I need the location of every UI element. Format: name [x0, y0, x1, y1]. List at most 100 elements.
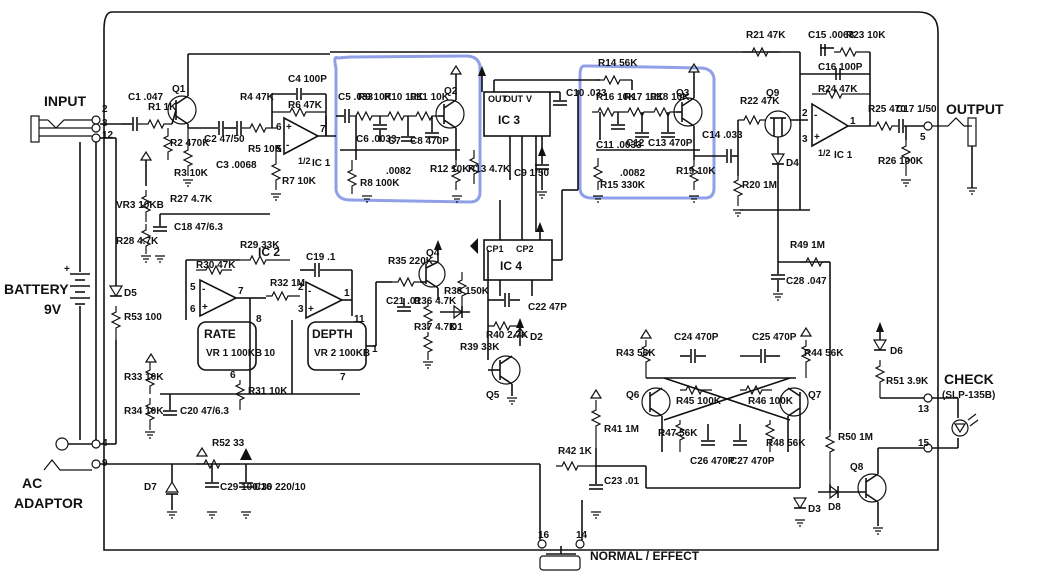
ic1-a-fraction: 1/2	[298, 156, 311, 166]
c7-value: .0082	[386, 166, 411, 177]
r48-label: R48 56K	[766, 438, 806, 449]
r25-label: R25 470	[868, 104, 906, 115]
depth-label: DEPTH	[312, 327, 353, 341]
c30-label: C30 220/10	[254, 482, 306, 493]
c2-label: C2 47/50	[204, 134, 245, 145]
svg-text:OUT: OUT	[504, 94, 524, 104]
pin-5	[923, 121, 933, 131]
q4-transistor	[418, 260, 446, 289]
ac-label: AC	[22, 475, 42, 491]
c10-label: C10 .033	[566, 88, 607, 99]
vr2-label: VR 2 100KB	[314, 348, 370, 359]
ic1-b-pin2: 2	[802, 108, 808, 119]
r21-label: R21 47K	[746, 30, 786, 41]
svg-text:V: V	[526, 94, 532, 104]
svg-text:+: +	[64, 264, 70, 275]
svg-text:-: -	[814, 110, 817, 121]
depth-pin1: 1	[372, 344, 378, 355]
ic4-label: IC 4	[500, 259, 522, 273]
ic1-a-pin6: 6	[276, 122, 282, 133]
input-jack	[30, 115, 92, 143]
pin-12	[91, 133, 101, 143]
c16-label: C16 100P	[818, 62, 863, 73]
c11-label: C11 .0033	[596, 140, 642, 151]
ic2-label: IC 2	[258, 245, 280, 259]
ic4-cp1: CP1	[486, 244, 504, 254]
svg-text:-: -	[202, 284, 205, 295]
c13-label: C13 470P	[648, 138, 693, 149]
c15-label: C15 .0068	[808, 30, 855, 41]
r49-label: R49 1M	[790, 240, 825, 251]
d3-label: D3	[808, 504, 821, 515]
r2-label: R2 470K	[170, 138, 210, 149]
ic2-opamp-b: - +	[305, 280, 344, 320]
depth-pin11: 11	[354, 314, 365, 325]
rate-pin8: 8	[256, 314, 262, 325]
r27-label: R27 4.7K	[170, 194, 213, 205]
output-jack	[932, 117, 977, 188]
r50-label: R50 1M	[838, 432, 873, 443]
ic1-b-ref: IC 1	[834, 150, 853, 161]
r6-label: R6 47K	[288, 100, 323, 111]
c17-label: C17 1/50	[896, 104, 937, 115]
r13-label: R13 4.7K	[468, 164, 511, 175]
r39-label: R39 33K	[460, 342, 500, 353]
r28-label: R28 4.7K	[116, 236, 159, 247]
r26-label: R26 100K	[878, 156, 924, 167]
r43-label: R43 56K	[616, 348, 656, 359]
check-led	[932, 397, 979, 449]
ic2-b-pin2: 2	[298, 282, 304, 293]
svg-text:+: +	[202, 302, 208, 313]
r36-label: R36 4.7K	[414, 296, 457, 307]
pin-12-label: 12	[102, 130, 114, 141]
r12-label: R12 10K	[430, 164, 470, 175]
q3-label: Q3	[676, 88, 690, 99]
r29-label: R29 33K	[240, 240, 280, 251]
d2-label: D2	[530, 332, 543, 343]
r5-label: R5 10K	[248, 144, 283, 155]
d6-label: D6	[890, 346, 903, 357]
d1-label: D1	[450, 322, 463, 333]
svg-text:-: -	[308, 286, 311, 297]
r19-label: R19 10K	[676, 166, 716, 177]
r10-label: R10 10K	[384, 92, 424, 103]
c7-label: C7	[388, 136, 401, 147]
pin-16-label: 16	[538, 530, 550, 541]
r16-label: R16 10K	[596, 92, 636, 103]
c12-label: C12	[626, 138, 645, 149]
r23-label: R23 10K	[846, 30, 886, 41]
depth-pin7: 7	[340, 372, 346, 383]
highlight-bbd-filter-right	[578, 64, 716, 200]
rate-pin6: 6	[230, 370, 236, 381]
ic1-opamp-a: + -	[283, 116, 320, 156]
pin-2	[91, 115, 101, 125]
r22-label: R22 47K	[740, 96, 780, 107]
svg-text:-: -	[286, 140, 289, 151]
rate-pin10: 10	[264, 348, 276, 359]
r11-label: R11 10K	[410, 92, 450, 103]
ic4-cp2: CP2	[516, 244, 534, 254]
q8-label: Q8	[850, 462, 864, 473]
c4-label: C4 100P	[288, 74, 327, 85]
r24-label: R24 47K	[818, 84, 858, 95]
adaptor-label: ADAPTOR	[14, 495, 83, 511]
r51-label: R51 3.9K	[886, 376, 929, 387]
d8-label: D8	[828, 502, 841, 513]
c6-label: C6 .0033	[356, 134, 397, 145]
c8-label: C8 470P	[410, 136, 449, 147]
r52-label: R52 33	[212, 438, 245, 449]
ic3-chip: OUT OUT V	[483, 91, 551, 137]
r37-label: R37 4.7K	[414, 322, 457, 333]
q4-label: Q4	[426, 248, 440, 259]
r20-label: R20 1M	[742, 180, 777, 191]
c23-label: C23 .01	[604, 476, 639, 487]
q1-transistor	[167, 95, 197, 125]
r7-label: R7 10K	[282, 176, 317, 187]
pin-14-label: 14	[576, 530, 588, 541]
c19-label: C19 .1	[306, 252, 336, 263]
r42-label: R42 1K	[558, 446, 593, 457]
normal-effect-switch[interactable]	[537, 539, 585, 571]
r46-label: R46 100K	[748, 396, 794, 407]
rate-control[interactable]	[197, 321, 257, 371]
